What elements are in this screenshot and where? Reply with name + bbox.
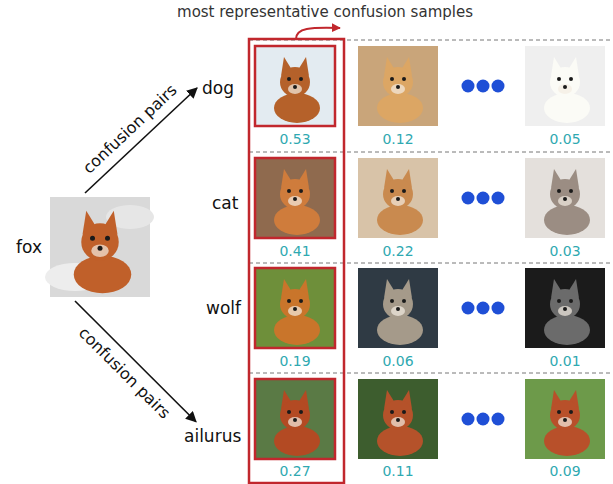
- sample-image: [358, 158, 438, 238]
- similarity-score: 0.11: [382, 463, 413, 479]
- title-pointer: [296, 28, 340, 39]
- sample-image: [358, 379, 438, 459]
- sample-image: [358, 268, 438, 348]
- edge-label: confusion pairs: [74, 323, 174, 423]
- representative-column: [249, 39, 344, 483]
- sample-image: [525, 158, 605, 238]
- query-image-node: fox: [50, 197, 150, 297]
- confusion-arrow: [75, 301, 196, 422]
- sample-image: [525, 379, 605, 459]
- class-label: ailurus: [182, 425, 243, 447]
- class-name: ailurus: [182, 425, 243, 447]
- query-image: [45, 197, 154, 297]
- row-separators: [249, 40, 613, 373]
- similarity-score: 0.06: [382, 353, 413, 369]
- edge-label: confusion pairs: [79, 80, 181, 177]
- similarity-score: 0.41: [279, 243, 310, 259]
- sample-image: [255, 46, 335, 126]
- similarity-score: 0.12: [382, 131, 413, 147]
- similarity-score: 0.03: [549, 243, 580, 259]
- class-label: wolf: [204, 297, 243, 319]
- ellipsis-dots: [462, 80, 505, 426]
- similarity-score: 0.22: [382, 243, 413, 259]
- sample-image: [525, 268, 605, 348]
- class-name: wolf: [204, 297, 243, 319]
- class-label: cat: [210, 192, 240, 214]
- similarity-score: 0.19: [279, 353, 310, 369]
- similarity-score: 0.05: [549, 131, 580, 147]
- highlight-frames: [255, 46, 335, 459]
- similarity-score: 0.27: [279, 463, 310, 479]
- sample-image: [358, 46, 438, 126]
- sample-image: [255, 158, 335, 238]
- similarity-score: 0.09: [549, 463, 580, 479]
- class-name: dog: [200, 77, 236, 99]
- image-label: fox: [14, 236, 44, 258]
- class-name: cat: [210, 192, 240, 214]
- sample-image: [525, 46, 605, 126]
- class-label: dog: [200, 77, 236, 99]
- similarity-score: 0.53: [279, 131, 310, 147]
- sample-image: [255, 379, 335, 459]
- sample-image: [255, 268, 335, 348]
- figure-title: most representative confusion samples: [177, 3, 473, 21]
- similarity-score: 0.01: [549, 353, 580, 369]
